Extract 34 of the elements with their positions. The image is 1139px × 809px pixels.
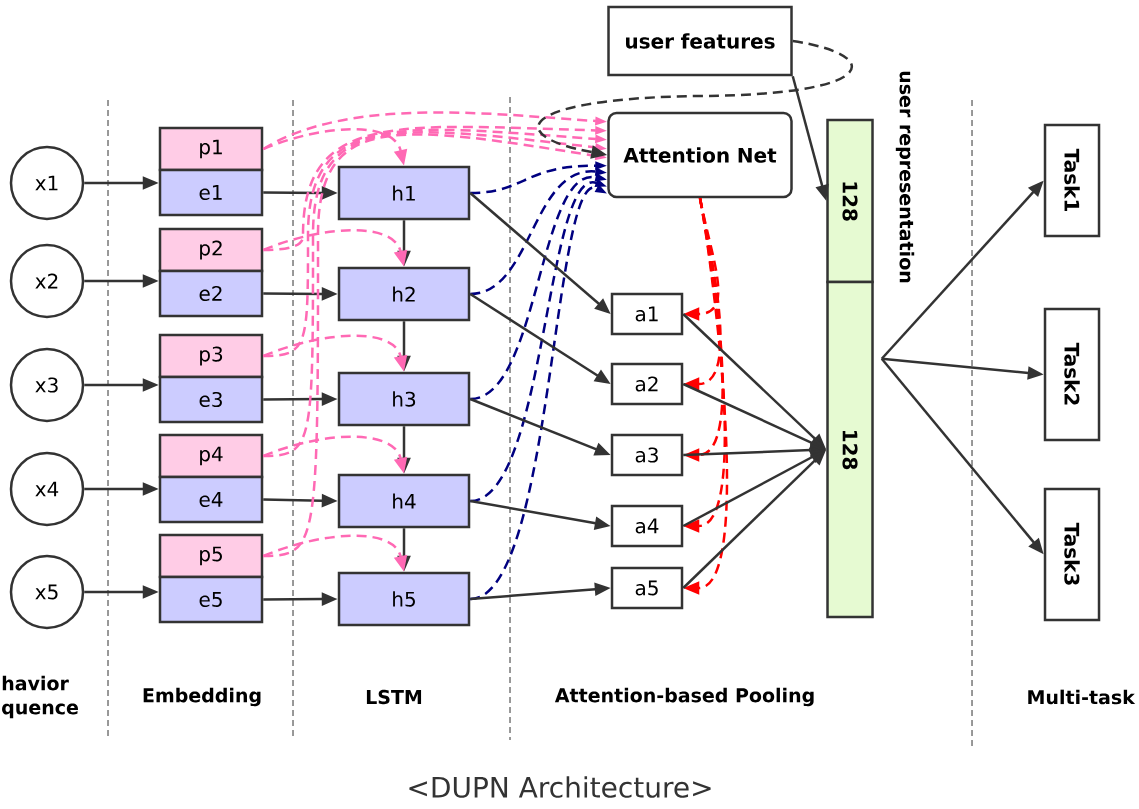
weight-box: a2 (610, 362, 684, 406)
task-box: Task3 (1043, 487, 1101, 622)
embedding-box: p4 (158, 433, 264, 479)
feature-box: user features (607, 5, 793, 77)
embedding-box: p5 (158, 533, 264, 579)
lstm-cell-box: h5 (337, 571, 471, 627)
embedding-box: e3 (158, 375, 264, 424)
embedding-box: p2 (158, 227, 264, 273)
weight-box: a5 (610, 566, 684, 610)
task-box: Task2 (1043, 307, 1101, 442)
lstm-cell-box: h2 (337, 266, 471, 322)
embedding-box: e1 (158, 168, 264, 217)
weight-box: a3 (610, 433, 684, 477)
lstm-cell-box: h3 (337, 371, 471, 427)
bar-label: user representation (895, 71, 915, 283)
embedding-box: e5 (158, 575, 264, 624)
embedding-box: p3 (158, 333, 264, 379)
caption: <DUPN Architecture> (409, 776, 711, 798)
column-heading: Embedding (143, 687, 261, 707)
embedding-box: e2 (158, 269, 264, 318)
column-heading: LSTM (366, 689, 422, 705)
vector-bar: 128 (826, 118, 874, 284)
weight-box: a4 (610, 504, 684, 548)
column-heading: Attention-based Pooling (554, 687, 814, 707)
column-heading: Multi-task (1028, 689, 1136, 705)
attention-box: Attention Net (607, 111, 793, 199)
lstm-cell-box: h4 (337, 473, 471, 529)
weight-box: a1 (610, 292, 684, 336)
embedding-box: p1 (158, 126, 264, 172)
task-box: Task1 (1043, 123, 1101, 238)
dashed-arrow (537, 39, 853, 159)
embedding-box: e4 (158, 475, 264, 524)
column-heading: havior quence (2, 675, 78, 719)
lstm-cell-box: h1 (337, 165, 471, 221)
